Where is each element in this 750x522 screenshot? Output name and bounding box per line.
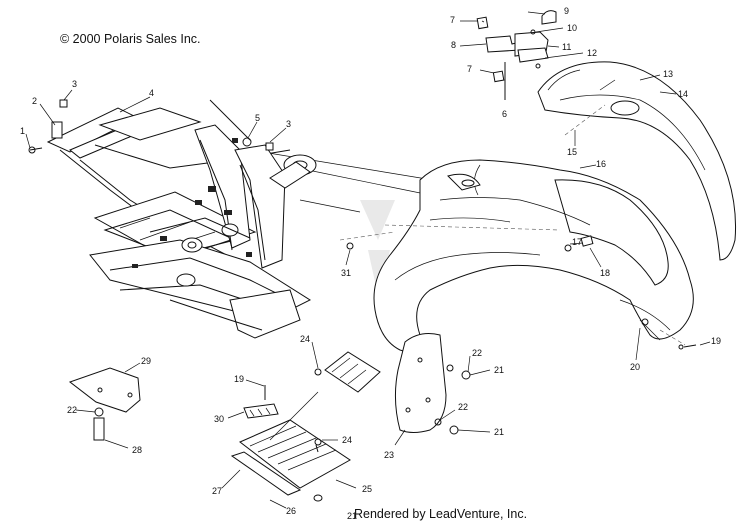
rendered-by-credit: Rendered by LeadVenture, Inc.	[354, 507, 528, 521]
callout-number: 14	[678, 89, 688, 99]
callout-number: 9	[564, 6, 569, 16]
mud-flap	[394, 333, 447, 433]
guide-line	[297, 167, 431, 196]
callout-number: 27	[212, 486, 222, 496]
callout-number: 20	[630, 362, 640, 372]
lower-footrest	[230, 391, 351, 502]
callout-number: 22	[67, 405, 77, 415]
callout-number: 23	[384, 450, 394, 460]
guide-line	[299, 199, 361, 213]
callout-number: 10	[567, 23, 577, 33]
callout-number: 4	[149, 88, 154, 98]
callout-number: 2	[32, 96, 37, 106]
callout-number: 5	[255, 113, 260, 123]
callout-number: 6	[502, 109, 507, 119]
callout-number: 8	[451, 40, 456, 50]
mounting-bracket	[243, 385, 279, 419]
callout-number: 26	[286, 506, 296, 516]
copyright-notice: © 2000 Polaris Sales Inc.	[60, 32, 201, 46]
callout-labels: 1 2 3 4 5 3 6 7 7 8 9 10 11 12 13 14 15 …	[20, 6, 721, 521]
fender-bolts	[346, 242, 697, 350]
callout-number: 16	[596, 159, 606, 169]
callout-number: 24	[300, 334, 310, 344]
frame-assembly	[46, 99, 317, 339]
callout-number: 28	[132, 445, 142, 455]
callout-number: 12	[587, 48, 597, 58]
callout-number: 25	[362, 484, 372, 494]
callout-number: 31	[341, 268, 351, 278]
callout-number: 30	[214, 414, 224, 424]
main-fender-assembly	[339, 159, 694, 354]
leader-lines	[25, 11, 711, 509]
callout-number: 3	[72, 79, 77, 89]
callout-number: 7	[450, 15, 455, 25]
rear-small-parts	[476, 10, 557, 100]
callout-number: 21	[347, 511, 357, 521]
callout-number: 15	[567, 147, 577, 157]
callout-number: 13	[663, 69, 673, 79]
callout-number: 22	[458, 402, 468, 412]
callout-number: 18	[600, 268, 610, 278]
callout-number: 7	[467, 64, 472, 74]
frame-fasteners	[28, 99, 274, 154]
callout-number: 1	[20, 126, 25, 136]
callout-number: 19	[711, 336, 721, 346]
callout-number: 19	[234, 374, 244, 384]
callout-number: 21	[494, 365, 504, 375]
callout-number: 22	[472, 348, 482, 358]
callout-number: 3	[286, 119, 291, 129]
rear-fender	[537, 61, 737, 261]
skid-plate	[68, 367, 141, 441]
callout-number: 21	[494, 427, 504, 437]
guide-line	[249, 149, 446, 183]
callout-number: 17	[572, 237, 582, 247]
callout-number: 11	[562, 42, 571, 52]
callout-number: 29	[141, 356, 151, 366]
upper-footrest	[314, 351, 381, 393]
callout-number: 24	[342, 435, 352, 445]
